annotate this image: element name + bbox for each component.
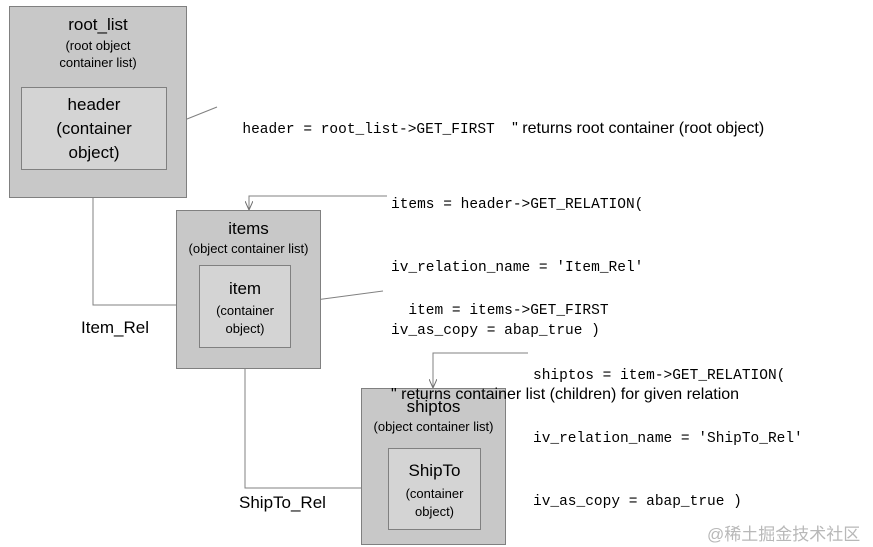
shiptos-title: shiptos	[406, 397, 461, 416]
code2-pointer	[249, 195, 387, 210]
shipto-line2: (container	[405, 486, 464, 501]
items-subtitle: (object container list)	[188, 241, 309, 256]
items-box: items (object container list) item (cont…	[176, 210, 321, 369]
code1-comment: " returns root container (root object)	[512, 120, 765, 137]
shipto-box: ShipTo (container object)	[388, 448, 481, 530]
item-box: item (container object)	[199, 265, 291, 348]
code4-line3: iv_as_copy = abap_true )	[533, 494, 742, 510]
code3-statement: item = items->GET_FIRST	[408, 303, 609, 319]
item-line2: (container	[216, 303, 274, 318]
shipto-rel-label: ShipTo_Rel	[239, 493, 326, 512]
root-list-subtitle-line1: (root object	[65, 38, 131, 53]
shipto-title: ShipTo	[408, 461, 461, 480]
root-list-box: root_list (root object container list) h…	[9, 6, 187, 198]
shipto-rel-connector	[244, 347, 388, 488]
code4-annotation: shiptos = item->GET_RELATION( iv_relatio…	[533, 324, 803, 534]
header-line2: (container	[56, 119, 132, 138]
item-rel-label: Item_Rel	[81, 318, 150, 337]
code2-line2: iv_relation_name = 'Item_Rel'	[391, 260, 644, 276]
item-title: item	[228, 279, 262, 298]
header-title: header	[67, 95, 121, 114]
item-rel-connector	[92, 168, 197, 305]
code1-statement: header = root_list->GET_FIRST	[242, 122, 495, 138]
header-line3: object)	[68, 143, 120, 162]
items-title: items	[228, 219, 269, 238]
code1-annotation: header = root_list->GET_FIRST " returns …	[225, 97, 764, 141]
item-line3: object)	[225, 321, 265, 336]
shipto-line3: object)	[414, 504, 455, 519]
code2-annotation: items = header->GET_RELATION( iv_relatio…	[391, 153, 739, 426]
code4-line1: shiptos = item->GET_RELATION(	[533, 368, 786, 384]
shiptos-box: shiptos (object container list) ShipTo (…	[361, 388, 506, 545]
code2-line1: items = header->GET_RELATION(	[391, 197, 644, 213]
watermark: @稀土掘金技术社区	[707, 525, 861, 544]
shiptos-subtitle: (object container list)	[373, 419, 494, 434]
code2-line3: iv_as_copy = abap_true )	[391, 323, 600, 339]
code2-comment: " returns container list (children) for …	[391, 386, 740, 403]
code4-line2: iv_relation_name = 'ShipTo_Rel'	[533, 431, 803, 447]
code4-pointer	[433, 352, 528, 388]
root-list-title: root_list	[68, 15, 128, 34]
header-box: header (container object)	[21, 87, 167, 170]
root-list-subtitle-line2: container list)	[59, 55, 137, 70]
code3-annotation: item = items->GET_FIRST	[391, 280, 609, 322]
